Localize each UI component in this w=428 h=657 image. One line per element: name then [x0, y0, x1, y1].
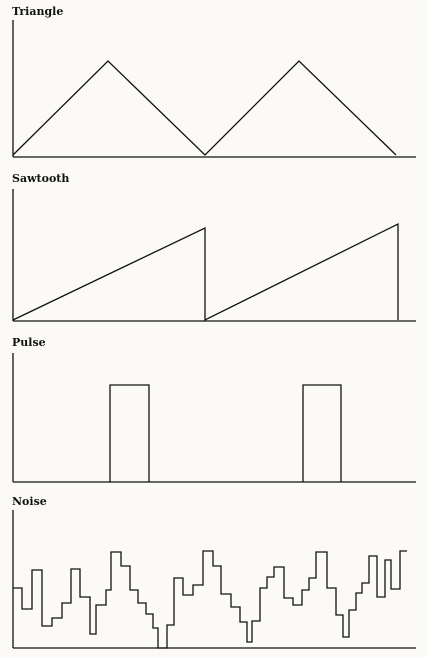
- sawtooth-wave: [12, 222, 399, 322]
- pulse-2: [302, 384, 342, 482]
- noise-wave: [13, 550, 407, 649]
- noise-title: Noise: [12, 495, 47, 508]
- triangle-wave: [12, 60, 397, 156]
- pulse-1: [109, 384, 150, 482]
- pulse-title: Pulse: [12, 336, 46, 349]
- triangle-title: Triangle: [12, 5, 64, 18]
- sawtooth-title: Sawtooth: [12, 172, 70, 185]
